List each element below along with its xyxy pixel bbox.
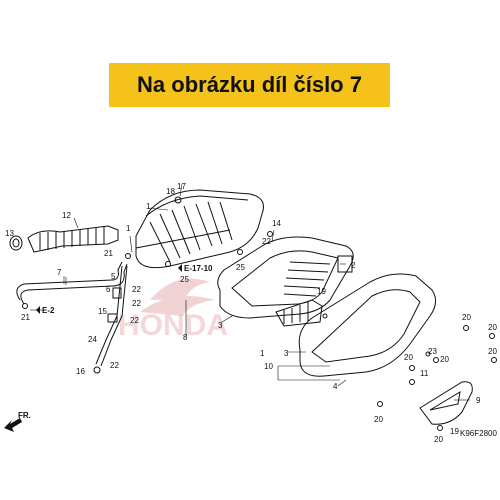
callout-19a: 19	[317, 287, 326, 296]
callout-23: 23	[428, 347, 437, 356]
callout-5: 5	[111, 272, 116, 281]
inlet-pipe	[275, 299, 323, 327]
reference-e2: E-2	[42, 306, 55, 315]
callout-9: 9	[476, 396, 481, 405]
callout-12: 12	[62, 211, 71, 220]
callout-25a: 25	[180, 275, 189, 284]
callout-16: 16	[76, 367, 85, 376]
callout-22e: 22	[262, 237, 271, 246]
leader-lines	[30, 183, 470, 401]
callout-4: 4	[333, 382, 338, 391]
part-number-banner: Na obrázku díl číslo 7	[109, 63, 390, 107]
callout-22b: 22	[132, 299, 141, 308]
air-cleaner-case-upper	[135, 189, 264, 269]
banner-title: Na obrázku díl číslo 7	[137, 72, 362, 97]
side-cover-bracket	[419, 381, 473, 425]
callout-22c: 22	[130, 316, 139, 325]
callout-21a: 21	[104, 249, 113, 258]
callout-3b: 3	[284, 349, 289, 358]
callout-20b: 20	[488, 323, 497, 332]
intake-duct	[9, 225, 119, 253]
honda-wing-watermark-icon	[140, 278, 215, 316]
bolts	[125, 196, 497, 431]
callout-6: 6	[106, 285, 111, 294]
reference-labels: E-17-10 E-2	[36, 264, 213, 315]
diagram-code: K96F2800	[460, 429, 497, 438]
ref-arrow-icon-2	[36, 306, 40, 314]
direction-label: FR.	[18, 411, 31, 420]
callout-21b: 21	[21, 313, 30, 322]
callout-11: 11	[420, 369, 429, 378]
callout-20f: 20	[374, 415, 383, 424]
callout-22d: 22	[110, 361, 119, 370]
callout-1b: 1	[126, 224, 131, 233]
front-direction-arrow-icon: FR.	[4, 411, 31, 432]
callout-2: 2	[351, 261, 356, 270]
callout-18: 18	[166, 187, 175, 196]
callout-14: 14	[272, 219, 281, 228]
callout-7: 7	[57, 268, 62, 277]
callout-13: 13	[5, 229, 14, 238]
callout-20c: 20	[488, 347, 497, 356]
callout-20a: 20	[462, 313, 471, 322]
callout-20e: 20	[440, 355, 449, 364]
callout-25b: 25	[236, 263, 245, 272]
watermark-text: HONDA	[118, 309, 228, 342]
air-cleaner-cover	[298, 273, 436, 377]
callout-17: 17	[177, 182, 186, 191]
callout-24: 24	[88, 335, 97, 344]
callout-19b: 19	[450, 427, 459, 436]
callout-1c: 1	[260, 349, 265, 358]
callout-15: 15	[98, 307, 107, 316]
callout-20d: 20	[404, 353, 413, 362]
callout-8: 8	[183, 333, 188, 342]
drain-hose	[93, 265, 128, 374]
callout-10: 10	[264, 362, 273, 371]
callout-3a: 3	[218, 321, 223, 330]
ref-arrow-icon	[178, 264, 182, 272]
drain-tube-part-7	[16, 261, 128, 309]
reference-e17: E-17-10	[184, 264, 213, 273]
callouts: 1 1 1 2 3 3 4 5 6 7 8 9 10 11 12 13 14 1…	[5, 182, 497, 444]
callout-22a: 22	[132, 285, 141, 294]
callout-20g: 20	[434, 435, 443, 444]
callout-1a: 1	[146, 202, 151, 211]
